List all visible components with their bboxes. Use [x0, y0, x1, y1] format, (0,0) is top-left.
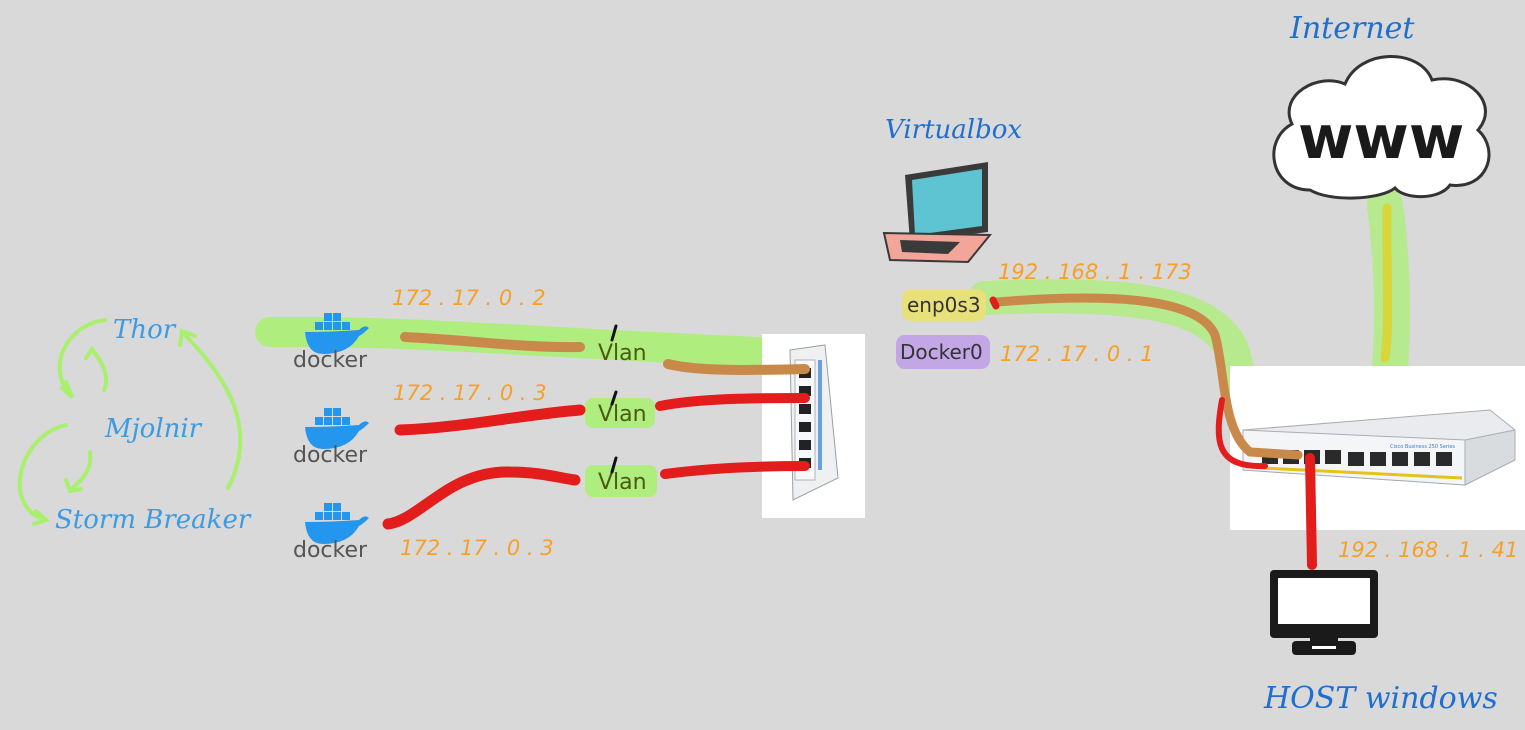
- cisco-switch: Cisco Business 250 Series: [1230, 366, 1525, 530]
- docker-label: docker: [293, 443, 368, 468]
- docker-label: docker: [293, 348, 368, 373]
- www-text: www: [1298, 103, 1464, 173]
- vlan2-highlight: [585, 398, 655, 428]
- virtualbox-title: Virtualbox: [885, 115, 1022, 145]
- laptop-icon: [882, 162, 993, 264]
- arrow-mjolnir-storm: [17, 423, 68, 526]
- host-windows-title: HOST windows: [1263, 681, 1498, 716]
- server-thor: Thor: [113, 315, 177, 345]
- vlan-labels: Vlan Vlan Vlan: [598, 324, 647, 495]
- docker-whale-icon: [305, 313, 369, 354]
- cisco-port-6: [1370, 452, 1386, 466]
- docker-label: docker: [293, 538, 368, 563]
- server-storm-breaker: Storm Breaker: [55, 505, 252, 535]
- cable-vm-uplink-red: [1215, 397, 1268, 470]
- cable-vlan3-switch: [660, 461, 810, 479]
- cable-vlan2-switch: [655, 393, 810, 411]
- switch-port-3: [799, 404, 811, 414]
- enp-dot: [989, 296, 1000, 310]
- vm-uplink-highlight: [968, 279, 1287, 472]
- cisco-port-7: [1392, 452, 1408, 466]
- ip-docker0: 172 . 17 . 0 . 1: [1000, 342, 1154, 366]
- ip-labels: 172 . 17 . 0 . 2 172 . 17 . 0 . 3 172 . …: [392, 260, 1518, 562]
- docker-container-2: docker: [293, 408, 369, 468]
- monitor-icon: [1270, 570, 1378, 655]
- iface-docker-bg: [896, 335, 990, 369]
- vlan3-highlight: [585, 465, 657, 497]
- docker-whale-icon: [305, 408, 369, 449]
- cables: [382, 203, 1393, 570]
- ip-host-windows: 192 . 168 . 1 . 41: [1338, 538, 1518, 562]
- cloud-icon: [1272, 55, 1491, 200]
- switch-port-5: [799, 440, 811, 450]
- cable-host: [1305, 453, 1317, 570]
- container-switch: [762, 334, 865, 518]
- iface-enp-bg: [902, 289, 986, 321]
- cisco-port-9: [1436, 452, 1452, 466]
- switch-brand-label: Cisco Business 250 Series: [1390, 444, 1455, 450]
- virtualbox-host: Virtualbox enp0s3 Docker0: [882, 115, 1022, 369]
- arrow-thor-mjolnir: [57, 318, 107, 399]
- ip-container-2: 172 . 17 . 0 . 3: [393, 381, 547, 405]
- internet-title: Internet: [1289, 11, 1415, 46]
- cable-vlan1-switch: [663, 359, 810, 375]
- internet: Internet www: [1272, 11, 1491, 200]
- ip-container-1: 172 . 17 . 0 . 2: [392, 286, 546, 310]
- cable-vm-uplink: [992, 293, 1303, 460]
- iface-docker: Docker0: [900, 340, 983, 364]
- switch-port-2: [799, 386, 811, 396]
- ip-container-3: 172 . 17 . 0 . 3: [400, 536, 554, 560]
- cable-container-1: [400, 332, 585, 353]
- cisco-port-5: [1348, 452, 1364, 466]
- host-windows: HOST windows: [1263, 570, 1498, 716]
- vlan-label-1: Vlan: [598, 341, 647, 366]
- ip-host-vm: 192 . 168 . 1 . 173: [998, 260, 1192, 284]
- vlan-label-3: Vlan: [598, 470, 647, 495]
- vlan-label-2: Vlan: [598, 402, 647, 427]
- docker-container-1: docker: [293, 313, 369, 373]
- server-group: Thor Mjolnir Storm Breaker: [17, 315, 252, 535]
- docker-whale-icon: [305, 503, 369, 544]
- switch-port-4: [799, 422, 811, 432]
- cable-container-2: [394, 404, 586, 436]
- cable-container-3: [382, 466, 581, 530]
- arrow-storm-thor: [178, 328, 243, 490]
- docker-container-3: docker: [293, 503, 369, 563]
- cisco-port-4: [1325, 450, 1341, 464]
- cable-internet-uplink: [1380, 203, 1393, 363]
- server-mjolnir: Mjolnir: [104, 414, 203, 444]
- arrow-storm-mjolnir: [64, 450, 93, 494]
- iface-enp: enp0s3: [907, 293, 981, 317]
- cisco-port-8: [1414, 452, 1430, 466]
- arrow-mjolnir-thor: [84, 345, 109, 392]
